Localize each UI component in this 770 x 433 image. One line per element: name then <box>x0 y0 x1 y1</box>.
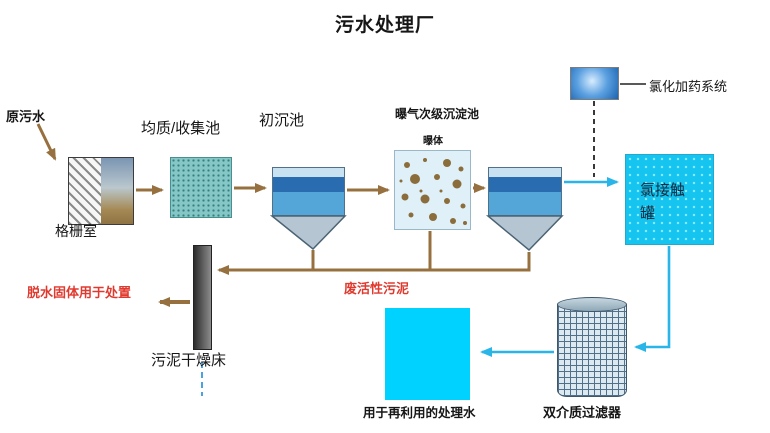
dual-media-filter-label: 双介质过滤器 <box>543 405 622 420</box>
chlorination-system-label: 氯化加药系统 <box>649 79 728 94</box>
raw-sewage-label: 原污水 <box>6 109 46 124</box>
sludge-drying-bed-label: 污泥干燥床 <box>151 352 227 369</box>
diagram-title: 污水处理厂 <box>334 15 435 36</box>
waste-activated-sludge-label: 废活性污泥 <box>344 281 410 296</box>
aeration-tank-box <box>394 150 471 230</box>
chlorine-contact-tank-label: 氯接触罐 <box>640 182 686 223</box>
raw-sewage-arrow <box>36 123 57 161</box>
filter-body <box>557 304 627 397</box>
treated-water-box <box>385 308 470 400</box>
sludge-return-line <box>217 252 531 275</box>
sludge-drying-bed-bar <box>193 245 212 350</box>
secondary-settling-tank-box <box>488 167 562 216</box>
collection-tank-label: 均质/收集池 <box>141 120 221 137</box>
chlorine-contact-tank-box: 氯接触罐 <box>625 154 714 245</box>
grid-room-label: 格栅室 <box>55 223 97 239</box>
dual-media-filter-cylinder <box>557 297 627 397</box>
secondary-funnel <box>485 215 564 252</box>
aeration-bubbles <box>399 158 467 225</box>
grid-screen-hatch <box>69 158 101 224</box>
collection-tank-box <box>170 157 232 218</box>
primary-funnel <box>269 215 347 251</box>
aeration-tank-sublabel: 曝体 <box>423 136 443 147</box>
dewatered-solids-label: 脱水固体用于处置 <box>27 285 132 300</box>
primary-tank-label: 初沉池 <box>259 112 305 129</box>
chlorination-dosing-box <box>570 67 619 100</box>
treated-water-label: 用于再利用的处理水 <box>363 406 476 420</box>
aeration-tank-label: 曝气次级沉淀池 <box>395 107 480 121</box>
filter-top-ellipse <box>557 297 627 312</box>
grid-settle-gradient <box>101 158 133 224</box>
primary-settling-tank-box <box>272 167 345 216</box>
chlorine-to-filter-arrow <box>634 246 671 352</box>
grid-room-box <box>68 157 134 225</box>
